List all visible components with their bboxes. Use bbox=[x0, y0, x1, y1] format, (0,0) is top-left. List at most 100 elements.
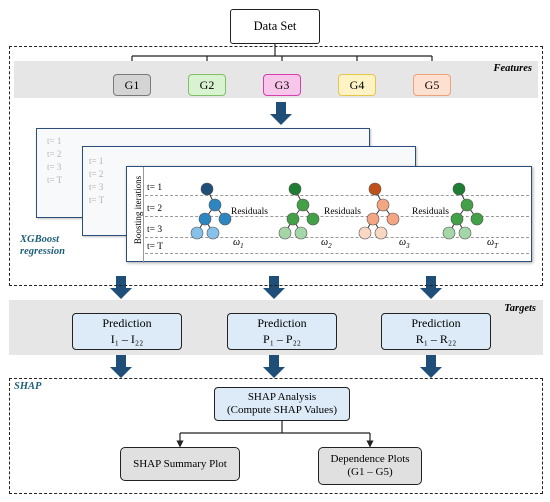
tree-root-node bbox=[288, 182, 302, 196]
dataset-label: Data Set bbox=[253, 19, 297, 34]
dependence-plots-line1: Dependence Plots bbox=[330, 453, 410, 466]
weight-label-2: ω2 bbox=[321, 237, 332, 250]
ghost-row-labels-back: t= 1 t= 2 t= 3 t= T bbox=[47, 135, 62, 187]
group-label-g5: G5 bbox=[424, 77, 440, 92]
residuals-label-3: Residuals bbox=[412, 207, 449, 217]
shap-summary-plot-box: SHAP Summary Plot bbox=[120, 447, 240, 481]
group-box-g1: G1 bbox=[113, 74, 151, 96]
xgboost-label-line2: regression bbox=[20, 246, 65, 257]
row-divider-2 bbox=[145, 216, 529, 217]
ghost-row-2: t= 2 bbox=[89, 169, 104, 179]
dependence-plots-line2: (G1 – G5) bbox=[347, 466, 393, 478]
arrow-target-to-shap-2 bbox=[263, 355, 285, 378]
shap-summary-plot-label: SHAP Summary Plot bbox=[133, 457, 227, 470]
row-label-4: t= T bbox=[147, 242, 164, 252]
shap-section-label: SHAP bbox=[14, 381, 42, 392]
tree-icon-3 bbox=[358, 182, 400, 240]
tree-node bbox=[306, 212, 320, 226]
group-label-g4: G4 bbox=[349, 77, 365, 92]
features-section-label: Features bbox=[493, 63, 532, 74]
row-label-1: t= 1 bbox=[147, 183, 163, 193]
shap-analysis-line2: (Compute SHAP Values) bbox=[227, 404, 337, 416]
targets-section-label: Targets bbox=[504, 303, 536, 314]
arrow-xgb-to-target-1 bbox=[110, 276, 132, 299]
tree-node bbox=[458, 226, 472, 240]
row-label-3: t= 3 bbox=[147, 225, 163, 235]
weight-label-3: ω3 bbox=[399, 237, 410, 250]
tree-node bbox=[208, 198, 222, 212]
tree-icon-1 bbox=[190, 182, 232, 240]
ghost-row-2: t= 2 bbox=[47, 149, 62, 159]
prediction-title-r: Prediction bbox=[411, 315, 461, 330]
arrow-features-to-xgb bbox=[270, 102, 292, 125]
tree-node bbox=[286, 212, 300, 226]
prediction-range-p: P₁ – P₂₂ bbox=[263, 331, 301, 346]
arrow-xgb-to-target-3 bbox=[420, 276, 442, 299]
shap-analysis-line1: SHAP Analysis bbox=[247, 391, 317, 404]
tree-node bbox=[198, 212, 212, 226]
ghost-row-3: t= 3 bbox=[89, 182, 104, 192]
tree-root-node bbox=[368, 182, 382, 196]
boosting-card-front: Boosting iterations t= 1 t= 2 t= 3 t= T … bbox=[126, 166, 532, 263]
side-label-divider bbox=[143, 167, 144, 263]
ghost-row-1: t= 1 bbox=[89, 156, 104, 166]
features-xgb-frame bbox=[9, 46, 543, 286]
tree-node bbox=[296, 198, 310, 212]
group-box-g4: G4 bbox=[338, 74, 376, 96]
tree-root-node bbox=[452, 182, 466, 196]
prediction-title-p: Prediction bbox=[257, 315, 307, 330]
arrow-target-to-shap-3 bbox=[420, 355, 442, 378]
tree-node bbox=[190, 226, 204, 240]
dataset-box: Data Set bbox=[230, 9, 320, 44]
tree-node bbox=[442, 226, 456, 240]
tree-node bbox=[374, 226, 388, 240]
ghost-row-labels-middle: t= 1 t= 2 t= 3 t= T bbox=[89, 155, 104, 207]
row-label-2: t= 2 bbox=[147, 204, 163, 214]
tree-icon-4 bbox=[442, 182, 484, 240]
prediction-box-i: Prediction I₁ – I₂₂ bbox=[72, 313, 182, 350]
ghost-row-4: t= T bbox=[47, 175, 63, 185]
row-divider-1 bbox=[145, 195, 529, 196]
tree-node bbox=[358, 226, 372, 240]
weight-label-4: ωT bbox=[487, 237, 498, 250]
arrow-target-to-shap-1 bbox=[110, 355, 132, 378]
tree-node bbox=[460, 198, 474, 212]
group-label-g3: G3 bbox=[274, 77, 290, 92]
ghost-row-3: t= 3 bbox=[47, 162, 62, 172]
trees-layer bbox=[190, 182, 484, 240]
dependence-plots-box: Dependence Plots (G1 – G5) bbox=[318, 447, 422, 485]
group-box-g3: G3 bbox=[263, 74, 301, 96]
residuals-label-1: Residuals bbox=[231, 207, 268, 217]
tree-node bbox=[366, 212, 380, 226]
tree-node bbox=[450, 212, 464, 226]
prediction-range-r: R₁ – R₂₂ bbox=[415, 331, 457, 346]
row-divider-3 bbox=[145, 237, 529, 238]
weight-label-1: ω1 bbox=[233, 237, 244, 250]
group-box-g2: G2 bbox=[188, 74, 226, 96]
ghost-row-4: t= T bbox=[89, 195, 105, 205]
group-label-g1: G1 bbox=[124, 77, 140, 92]
shap-frame bbox=[9, 378, 543, 494]
tree-node bbox=[218, 212, 232, 226]
residuals-label-2: Residuals bbox=[324, 207, 361, 217]
prediction-box-p: Prediction P₁ – P₂₂ bbox=[227, 313, 337, 350]
ghost-row-1: t= 1 bbox=[47, 136, 62, 146]
tree-node bbox=[386, 212, 400, 226]
tree-node bbox=[376, 198, 390, 212]
flow-arrows bbox=[110, 102, 442, 378]
group-box-g5: G5 bbox=[413, 74, 451, 96]
xgboost-section-label: XGBoost regression bbox=[20, 234, 65, 258]
prediction-range-i: I₁ – I₂₂ bbox=[110, 331, 144, 346]
prediction-box-r: Prediction R₁ – R₂₂ bbox=[381, 313, 491, 350]
row-divider-4 bbox=[145, 253, 529, 254]
prediction-title-i: Prediction bbox=[102, 315, 152, 330]
tree-root-node bbox=[200, 182, 214, 196]
tree-node bbox=[294, 226, 308, 240]
arrow-xgb-to-target-2 bbox=[263, 276, 285, 299]
shap-analysis-box: SHAP Analysis (Compute SHAP Values) bbox=[214, 387, 350, 421]
tree-node bbox=[206, 226, 220, 240]
xgboost-label-line1: XGBoost bbox=[20, 234, 60, 245]
tree-node bbox=[278, 226, 292, 240]
tree-node bbox=[470, 212, 484, 226]
